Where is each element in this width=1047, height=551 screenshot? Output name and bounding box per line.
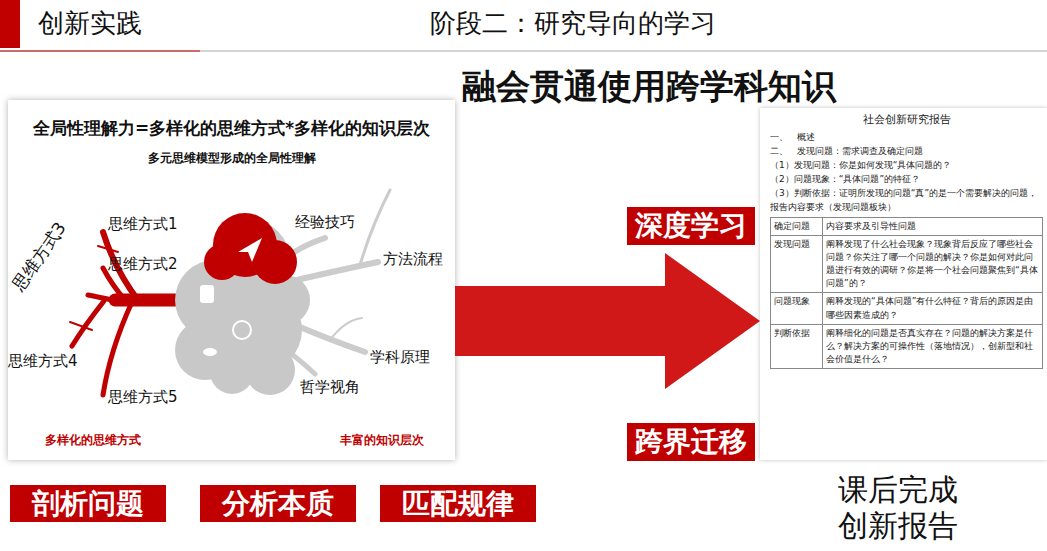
branch-label: 学科原理 [370, 348, 430, 367]
table-cell: 判断依据 [771, 325, 823, 369]
report-line: （1）发现问题：你是如何发现“具体问题的？ [770, 159, 1043, 172]
branch-label: 多样化的思维方式 [45, 432, 141, 449]
keyword-box: 剖析问题 [10, 485, 166, 522]
report-line: （3）判断依据：证明所发现的问题“真”的是一个需要解决的问题， [770, 187, 1043, 200]
report-document: 社会创新研究报告一、 概述二、 发现问题：需求调查及确定问题（1）发现问题：你是… [760, 108, 1047, 460]
report-line: 一、 概述 [770, 131, 1043, 144]
tag-box: 深度学习 [627, 207, 755, 245]
branch-label: 方法流程 [383, 250, 443, 269]
tag-box: 跨界迁移 [627, 423, 755, 461]
header-text: 创新实践 [38, 6, 142, 41]
branch-label: 思维方式2 [108, 255, 178, 274]
branch-label: 思维方式4 [8, 352, 78, 371]
report-line: 报告内容要求（发现问题板块） [770, 201, 1043, 214]
node-text: 匹配规律 [402, 486, 514, 521]
table-cell: 问题现象 [771, 293, 823, 324]
branch-label: 丰富的知识层次 [340, 432, 424, 449]
report-table: 确定问题内容要求及引导性问题发现问题阐释发现了什么社会现象？现象背后反应了哪些社… [770, 217, 1043, 368]
branch-label: 哲学视角 [300, 378, 360, 397]
table-cell: 阐释发现了什么社会现象？现象背后反应了哪些社会问题？你关注了哪一个问题的解决？你… [823, 236, 1043, 293]
header-rule-red [0, 51, 200, 52]
node-text: 深度学习 [635, 209, 747, 243]
brain [175, 213, 310, 395]
keyword-box: 匹配规律 [380, 485, 536, 522]
keyword-box: 分析本质 [200, 485, 356, 522]
report-line: 二、 发现问题：需求调查及确定问题 [770, 145, 1043, 158]
node-text: 剖析问题 [32, 486, 144, 521]
header-rule [0, 51, 1047, 52]
node-subtext: 多元思维模型形成的全局性理解 [8, 150, 455, 167]
block-arrow [455, 253, 760, 389]
red-branches [70, 232, 190, 395]
table-cell: 阐释发现的“具体问题”有什么特征？背后的原因是由哪些因素造成的？ [823, 293, 1043, 324]
image-panel: 全局性理解力=多样化的思维方式*多样化的知识层次多元思维模型形成的全局性理解 [8, 100, 455, 460]
table-cell: 确定问题 [771, 218, 823, 236]
node-text: 跨界迁移 [635, 425, 747, 459]
panel-ground [8, 100, 455, 460]
report-line: （2）问题现象：“具体问题”的特征？ [770, 173, 1043, 186]
branch-label: 经验技巧 [295, 213, 355, 232]
slide-title: 融会贯通使用跨学科知识 [462, 64, 836, 110]
table-cell: 发现问题 [771, 236, 823, 293]
node-text: 社会创新研究报告 [770, 112, 1043, 128]
caption-text: 课后完成 创新报告 [830, 472, 966, 544]
header-bar [0, 0, 20, 48]
table-cell: 阐释细化的问题是否真实存在？问题的解决方案是什么？解决方案的可操作性（落地情况）… [823, 325, 1043, 369]
node-text: 分析本质 [222, 486, 334, 521]
header-text: 阶段二：研究导向的学习 [430, 6, 716, 41]
branch-label: 思维方式5 [108, 388, 178, 407]
branch-label: 思维方式1 [108, 215, 178, 234]
node-text: 全局性理解力=多样化的思维方式*多样化的知识层次 [8, 117, 455, 140]
table-cell: 内容要求及引导性问题 [823, 218, 1043, 236]
